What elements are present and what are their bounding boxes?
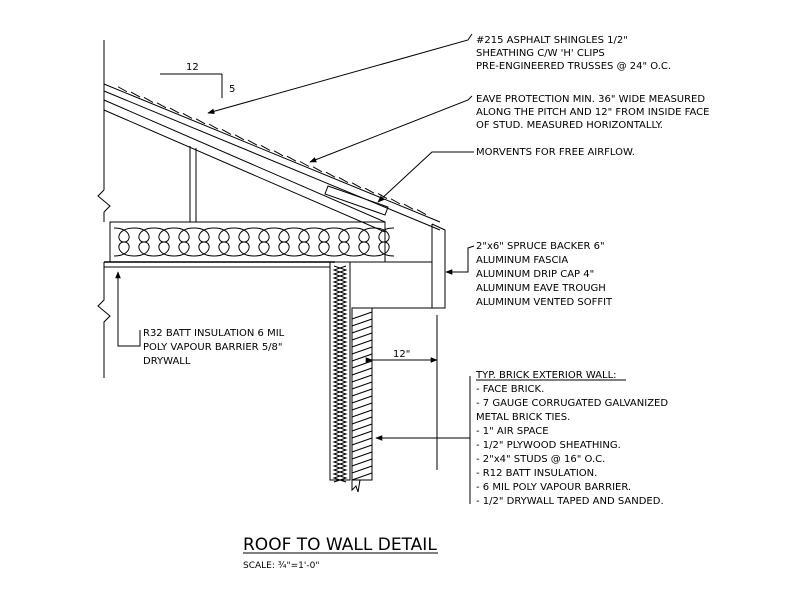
note-ceiling-line: R32 BATT INSULATION 6 MIL bbox=[143, 328, 285, 339]
note-vents: MORVENTS FOR FREE AIRFLOW. bbox=[476, 147, 635, 158]
fascia-board bbox=[372, 223, 446, 309]
note-fascia: 2"x6" SPRUCE BACKER 6" ALUMINUM FASCIA A… bbox=[476, 241, 613, 308]
note-roofing: #215 ASPHALT SHINGLES 1/2" SHEATHING C/W… bbox=[476, 35, 671, 72]
note-wall-line: - 1" AIR SPACE bbox=[476, 426, 549, 437]
stud-wall bbox=[329, 261, 351, 483]
note-eave-line: OF STUD. MEASURED HORIZONTALLY. bbox=[476, 120, 663, 131]
note-wall-heading: TYP. BRICK EXTERIOR WALL: bbox=[475, 370, 617, 381]
title-block: ROOF TO WALL DETAIL SCALE: ¾"=1'-0" bbox=[243, 535, 438, 571]
truss-vertical-member bbox=[97, 40, 111, 222]
brick-veneer bbox=[351, 307, 373, 493]
drawing-scale: SCALE: ¾"=1'-0" bbox=[243, 561, 319, 571]
shingle-marks bbox=[117, 86, 427, 215]
roof-slope bbox=[103, 83, 441, 233]
overhang-dimension: 12" bbox=[365, 315, 438, 470]
slope-run-label: 12 bbox=[186, 62, 199, 73]
note-ceiling: R32 BATT INSULATION 6 MIL POLY VAPOUR BA… bbox=[143, 328, 285, 367]
truss-web-member bbox=[189, 146, 197, 222]
note-eave-line: EAVE PROTECTION MIN. 36" WIDE MEASURED bbox=[476, 94, 705, 105]
note-wall-line: - 1/2" DRYWALL TAPED AND SANDED. bbox=[476, 496, 664, 507]
note-wall-line: - 6 MIL POLY VAPOUR BARRIER. bbox=[476, 482, 631, 493]
note-wall-line: - 2"x4" STUDS @ 16" O.C. bbox=[476, 454, 605, 465]
note-fascia-line: 2"x6" SPRUCE BACKER 6" bbox=[476, 241, 605, 252]
note-roofing-line: PRE-ENGINEERED TRUSSES @ 24" O.C. bbox=[476, 61, 671, 72]
note-wall-line: - R12 BATT INSULATION. bbox=[476, 468, 597, 479]
note-wall-line: - 7 GAUGE CORRUGATED GALVANIZED bbox=[476, 398, 668, 409]
note-fascia-line: ALUMINUM DRIP CAP 4" bbox=[476, 269, 594, 280]
note-wall-line: METAL BRICK TIES. bbox=[476, 412, 570, 423]
slope-indicator: 12 5 bbox=[160, 62, 235, 98]
slope-rise-label: 5 bbox=[229, 84, 235, 95]
note-eave-protection: EAVE PROTECTION MIN. 36" WIDE MEASURED A… bbox=[476, 94, 709, 131]
ceiling-insulation bbox=[109, 221, 395, 263]
note-eave-line: ALONG THE PITCH AND 12" FROM INSIDE FACE bbox=[476, 107, 709, 118]
note-roofing-line: #215 ASPHALT SHINGLES 1/2" bbox=[476, 35, 628, 46]
note-roofing-line: SHEATHING C/W 'H' CLIPS bbox=[476, 48, 605, 59]
leader-lines bbox=[115, 33, 475, 504]
morvent bbox=[324, 185, 389, 216]
ceiling-drywall bbox=[97, 261, 335, 378]
note-wall: TYP. BRICK EXTERIOR WALL: - FACE BRICK. … bbox=[475, 370, 668, 507]
note-ceiling-line: DRYWALL bbox=[143, 356, 191, 367]
note-wall-line: - 1/2" PLYWOOD SHEATHING. bbox=[476, 440, 621, 451]
drawing-title: ROOF TO WALL DETAIL bbox=[243, 535, 437, 555]
note-fascia-line: ALUMINUM EAVE TROUGH bbox=[476, 283, 606, 294]
note-ceiling-line: POLY VAPOUR BARRIER 5/8" bbox=[143, 342, 283, 353]
overhang-dimension-label: 12" bbox=[393, 349, 410, 360]
note-fascia-line: ALUMINUM FASCIA bbox=[476, 255, 568, 266]
note-wall-line: - FACE BRICK. bbox=[476, 384, 544, 395]
note-vents-line: MORVENTS FOR FREE AIRFLOW. bbox=[476, 147, 635, 158]
note-fascia-line: ALUMINUM VENTED SOFFIT bbox=[476, 297, 613, 308]
